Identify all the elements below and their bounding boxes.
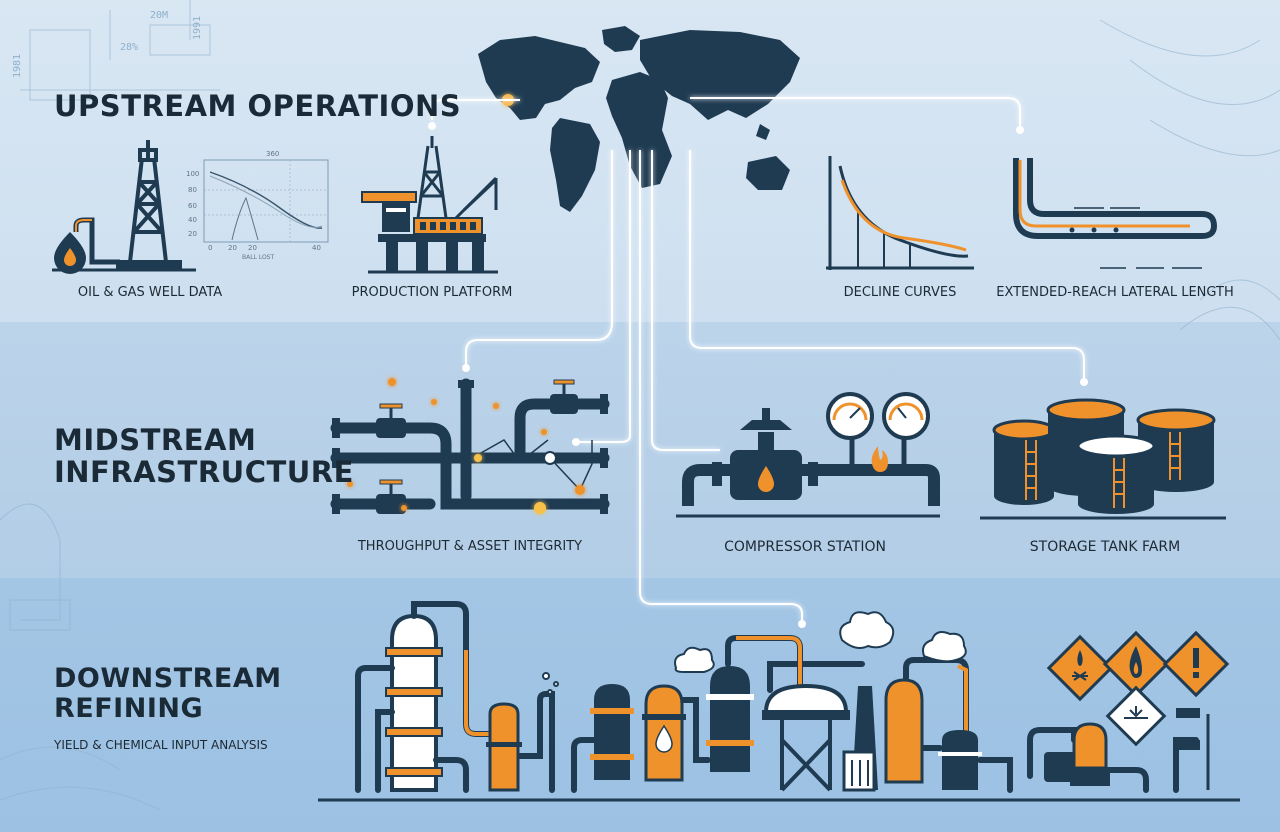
downstream-title: DOWNSTREAM REFINING [54,663,282,725]
chart-tick-y3: 60 [188,202,197,210]
lateral-length-icon [1013,158,1217,269]
platform-icon [361,136,498,274]
midstream-title-line1: MIDSTREAM [54,423,257,457]
upstream-title: UPSTREAM OPERATIONS [54,89,462,123]
chart-tick-bottom: BALL LOST [242,254,274,261]
decline-curves-chart [826,156,974,270]
chart-tick-x3: 20 [248,244,257,252]
chart-tick-x4: 40 [312,244,321,252]
downstream-subtitle: YIELD & CHEMICAL INPUT ANALYSIS [54,738,268,752]
label-lateral-length: EXTENDED-REACH LATERAL LENGTH [996,285,1234,300]
storage-tank-icon [980,398,1226,520]
refinery-highlight-pipes [464,636,968,736]
label-storage: STORAGE TANK FARM [1029,539,1181,555]
flame-icon [871,446,888,472]
chart-tick-x1: 0 [208,244,212,252]
blueprint-text-4: 1991 [192,16,203,40]
pipe-flanges [332,380,608,514]
label-throughput: THROUGHPUT & ASSET INTEGRITY [357,539,583,554]
derrick-base [116,260,182,270]
chart-tick-y1: 100 [186,170,199,178]
label-compressor: COMPRESSOR STATION [724,539,886,555]
downstream-title-line1: DOWNSTREAM [54,663,282,694]
chart-tick-y4: 40 [188,216,197,224]
chart-tick-top: 360 [266,150,279,158]
pressure-gauge-icon [826,392,930,472]
blueprint-text-1: 1981 [12,54,23,78]
blueprint-text-3: 20M [150,10,168,21]
connector-nodes [428,122,1088,628]
downstream-title-line2: REFINING [54,693,204,725]
sensor-nodes [347,378,593,514]
oil-drop-icon [54,232,86,274]
midstream-title: MIDSTREAM INFRASTRUCTURE [54,424,354,489]
blueprint-text-2: 28% [120,42,138,53]
chart-tick-x2: 20 [228,244,237,252]
chart-tick-y2: 80 [188,186,197,194]
connector-lines [431,97,1085,620]
label-decline-curves: DECLINE CURVES [843,285,957,300]
midstream-title-line2: INFRASTRUCTURE [54,455,354,490]
steam-clouds [542,611,967,695]
refinery-column-icon [385,613,443,792]
label-platform: PRODUCTION PLATFORM [351,285,513,300]
blueprint-sketch [0,0,1280,811]
label-well-data: OIL & GAS WELL DATA [77,285,223,300]
chart-tick-y5: 20 [188,230,197,238]
hazard-warning-icon [1105,630,1230,747]
hazard-flammable-icon [1046,630,1170,702]
well-data-chart [203,159,329,243]
downstream-band [0,578,1280,832]
refinery-vessels [486,666,1210,792]
compressor-station-icon [676,408,940,518]
derrick-icon [128,140,168,263]
valve-icon [376,379,578,514]
